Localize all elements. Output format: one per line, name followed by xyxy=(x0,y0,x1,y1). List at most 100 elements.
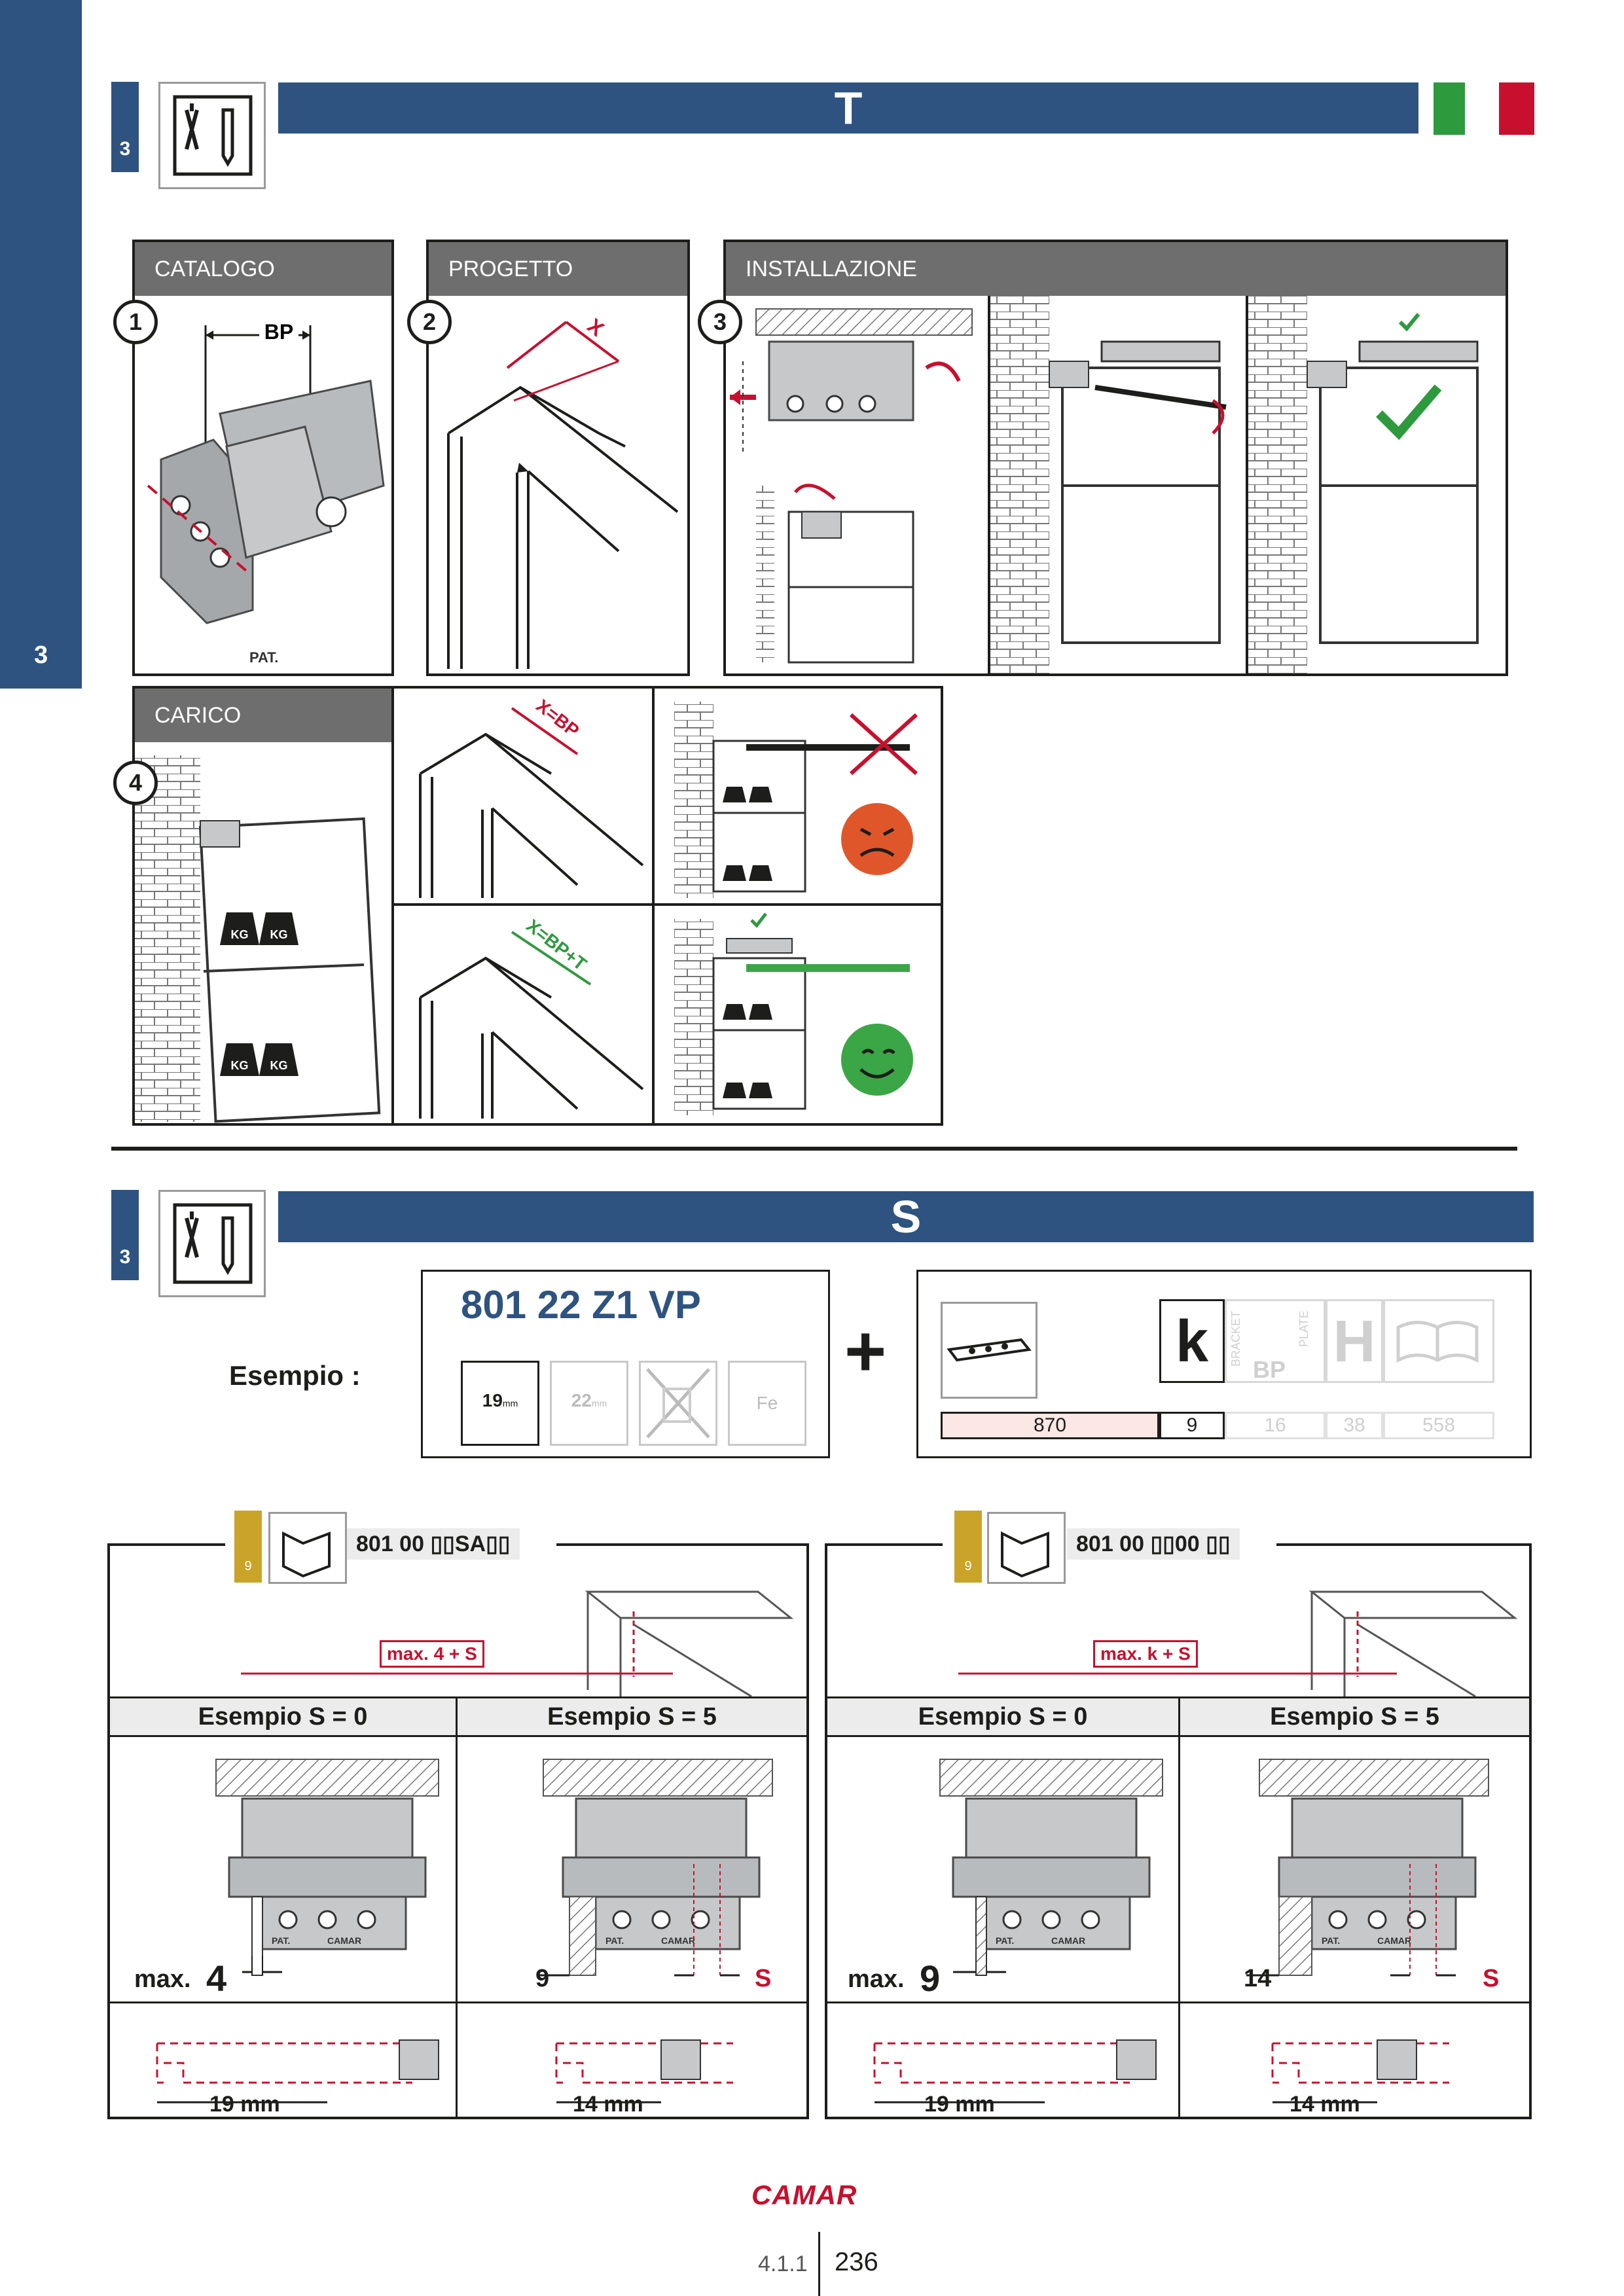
panel-progetto: PROGETTO X xyxy=(426,240,690,676)
installazione-divider-2 xyxy=(1246,296,1248,673)
right-row-divider xyxy=(827,2001,1529,2003)
panel-installazione-label: INSTALLAZIONE xyxy=(726,242,1506,296)
left-example-0-head: Esempio S = 0 xyxy=(110,1698,458,1737)
bracket-icon-left xyxy=(268,1512,347,1584)
right-ex0-mm: 19 mm xyxy=(924,2092,995,2117)
section-divider xyxy=(111,1147,1517,1151)
left-ex1-s-label: S xyxy=(755,1965,772,1992)
section-s-badge-number: 3 xyxy=(119,1246,131,1268)
right-heads-row: Esempio S = 0 Esempio S = 5 xyxy=(827,1696,1529,1737)
plus-sign: + xyxy=(844,1311,887,1391)
install-step-c-drawing xyxy=(1248,296,1479,673)
material-fe-icon: Fe xyxy=(728,1361,806,1446)
panel-installazione: INSTALLAZIONE xyxy=(723,240,1508,676)
right-ex0-bracket-drawing: PAT. CAMAR xyxy=(939,1759,1163,1976)
footer-divider xyxy=(818,2232,820,2296)
svg-text:KG: KG xyxy=(270,1059,288,1072)
footer-brand-logo: CAMAR xyxy=(751,2179,857,2210)
svg-text:CAMAR: CAMAR xyxy=(1051,1935,1085,1946)
svg-text:PAT.: PAT. xyxy=(272,1935,290,1946)
spec-cell-page: 558 xyxy=(1383,1412,1494,1439)
svg-text:CAMAR: CAMAR xyxy=(327,1935,361,1946)
left-heads-row: Esempio S = 0 Esempio S = 5 xyxy=(110,1696,806,1737)
panel-progetto-label: PROGETTO xyxy=(429,242,687,296)
product-box: 801 22 Z1 VP 19mm 22mm Fe xyxy=(421,1270,830,1458)
svg-text:PAT.: PAT. xyxy=(996,1935,1014,1946)
footer-section-number: 4.1.1 xyxy=(758,2251,808,2276)
spec-cell-k: 9 xyxy=(1159,1412,1225,1439)
left-ex0-profile-drawing xyxy=(156,2039,439,2104)
panel-catalogo: CATALOGO BP PAT. xyxy=(132,240,394,676)
bad-dim-drawing: X=BP xyxy=(419,695,644,898)
weight-icon: KG KG KG KG xyxy=(220,912,298,1076)
carico-good-result-panel xyxy=(652,903,943,1126)
right-ex1-mm: 14 mm xyxy=(1290,2092,1360,2117)
column-right-tag: 9 xyxy=(954,1511,982,1583)
carico-bad-result-panel xyxy=(652,686,943,906)
flag-green xyxy=(1434,82,1465,135)
product-code: 801 22 Z1 VP xyxy=(461,1283,701,1327)
panel-carico-label: CARICO xyxy=(135,689,391,742)
angry-face-icon xyxy=(841,803,913,875)
spec-table-box: k BRACKET PLATE BP H 870 9 16 38 558 xyxy=(916,1270,1532,1458)
step-3-circle: 3 xyxy=(698,300,742,344)
drawing-tools-icon-s xyxy=(158,1190,266,1297)
column-right-code: 801 00 ▯▯00 ▯▯ xyxy=(1067,1528,1240,1560)
section-t-badge: 3 xyxy=(111,82,139,172)
column-left-top-line-b xyxy=(556,1543,809,1546)
left-ex0-max-value: 4 xyxy=(206,1958,227,1999)
progetto-drawing: X xyxy=(447,314,679,669)
column-right-top-line-a xyxy=(825,1543,943,1546)
bracket-icon-right xyxy=(987,1512,1066,1584)
sidebar-chapter-number: 3 xyxy=(34,641,48,669)
right-example-0-head: Esempio S = 0 xyxy=(827,1698,1180,1737)
right-col-divider xyxy=(1178,1733,1180,2119)
right-example-1-head: Esempio S = 5 xyxy=(1180,1698,1529,1737)
right-max-label: max. k + S xyxy=(1093,1640,1198,1668)
left-ex1-profile-drawing xyxy=(555,2039,733,2104)
install-step-b-drawing xyxy=(990,296,1227,673)
left-row-divider xyxy=(110,2001,806,2003)
installazione-divider-1 xyxy=(988,296,990,673)
book-icon xyxy=(1383,1299,1494,1383)
section-t-title: T xyxy=(278,82,1418,134)
panel-catalogo-label: CATALOGO xyxy=(135,242,391,296)
drawing-tools-icon xyxy=(158,82,266,189)
svg-text:CAMAR: CAMAR xyxy=(1377,1935,1411,1946)
column-left-code: 801 00 ▯▯SA▯▯ xyxy=(347,1528,520,1560)
left-max-label: max. 4 + S xyxy=(380,1640,484,1668)
bad-dim-label: X=BP xyxy=(532,695,583,741)
svg-text:PAT.: PAT. xyxy=(1322,1935,1340,1946)
section-t-badge-number: 3 xyxy=(119,138,131,160)
panel-carico: CARICO KG KG KG KG xyxy=(132,686,394,1126)
section-s-title: S xyxy=(278,1191,1534,1242)
right-diagram-top xyxy=(958,1590,1518,1696)
column-left-top-line-a xyxy=(107,1543,225,1546)
column-left xyxy=(107,1543,809,2119)
left-ex1-bracket-drawing: PAT. CAMAR xyxy=(537,1759,773,1977)
catalog-bracket-drawing: BP PAT. xyxy=(147,315,385,666)
step-2-circle: 2 xyxy=(407,300,452,344)
no-tool-icon xyxy=(639,1361,717,1446)
bp-column-header: BRACKET PLATE BP xyxy=(1225,1299,1326,1383)
right-ex1-bracket-drawing: PAT. CAMAR xyxy=(1246,1759,1489,1977)
thickness-22-icon: 22mm xyxy=(550,1361,628,1446)
spec-cell-code: 870 xyxy=(941,1412,1159,1439)
carico-good-dim-panel: X=BP+T xyxy=(391,903,655,1126)
section-s-badge: 3 xyxy=(111,1190,139,1280)
svg-text:CAMAR: CAMAR xyxy=(661,1935,695,1946)
right-ex0-max-value: 9 xyxy=(920,1958,941,1999)
svg-text:PAT.: PAT. xyxy=(605,1935,624,1946)
thickness-19-icon: 19mm xyxy=(461,1361,539,1446)
left-ex0-mm: 19 mm xyxy=(209,2092,280,2117)
install-step-a-drawing xyxy=(730,308,973,664)
carico-bad-dim-panel: X=BP xyxy=(391,686,655,906)
good-result-drawing xyxy=(674,912,913,1115)
left-ex0-bracket-drawing: PAT. CAMAR xyxy=(215,1759,439,1976)
bp-dim-label: BP xyxy=(264,320,293,344)
left-ex1-value: 9 xyxy=(535,1965,550,1992)
esempio-label: Esempio : xyxy=(229,1360,361,1391)
right-ex1-profile-drawing xyxy=(1271,2039,1449,2104)
svg-text:KG: KG xyxy=(231,928,249,941)
good-dim-drawing: X=BP+T xyxy=(419,915,644,1119)
